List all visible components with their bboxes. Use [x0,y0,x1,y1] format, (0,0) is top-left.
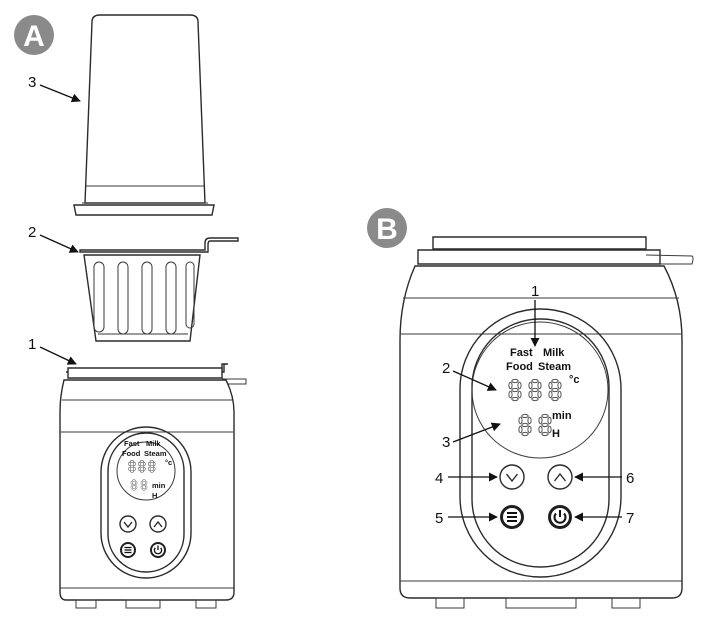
power-button-a[interactable] [150,542,166,558]
hour-unit-b: H [552,428,560,440]
control-panel-a [100,426,192,579]
celsius-unit-b: °c [569,374,580,386]
milk-label-b: Milk [543,347,565,359]
chevron-down-icon [123,521,133,529]
down-button-a[interactable] [119,515,137,533]
callouts-a: 3 2 1 [28,74,81,365]
chevron-up-icon [153,520,163,528]
chevron-down-icon [505,473,519,483]
base-unit-b: Fast Food Milk Steam °c min H [399,236,694,609]
up-button-a[interactable] [149,515,167,533]
svg-text:A: A [23,20,45,53]
down-button-b[interactable] [499,464,525,490]
menu-icon [124,546,132,554]
callout-b-7: 7 [626,510,634,527]
badge-b: B [367,208,407,248]
power-icon [153,545,163,555]
figure-a: A [14,14,247,609]
display-a [116,441,176,501]
callout-3: 3 [28,74,36,91]
basket-part [79,237,239,342]
fast-label-a: Fast [124,439,140,448]
celsius-unit-a: °c [165,458,172,467]
min-unit-a: min [152,481,166,490]
callout-b-6: 6 [626,470,634,487]
display-b [471,321,609,459]
milk-label-a: Milk [146,439,161,448]
steam-label-a: Steam [144,449,167,458]
food-label-b: Food [506,361,533,373]
steam-label-b: Steam [538,361,571,373]
menu-button-b[interactable] [500,505,524,529]
menu-button-a[interactable] [120,542,136,558]
callout-b-5: 5 [435,510,443,527]
callout-b-4: 4 [435,470,443,487]
hour-unit-a: H [152,491,157,500]
callout-b-1: 1 [531,283,539,300]
figure-b: B Fast Food Milk Steam °c min H [367,208,694,609]
fast-label-b: Fast [510,347,533,359]
power-button-b[interactable] [548,505,572,529]
callout-2: 2 [28,224,36,241]
food-label-a: Food [122,449,141,458]
callout-b-2: 2 [442,360,450,377]
power-icon [553,510,567,524]
svg-text:B: B [376,213,398,246]
chevron-up-icon [553,472,567,482]
callouts-b: 1 2 3 4 5 6 7 [435,283,634,527]
badge-a: A [14,15,54,55]
callout-b-3: 3 [442,434,450,451]
control-panel-b [459,308,622,578]
callout-1: 1 [28,336,36,353]
cup-part [73,14,215,216]
min-unit-b: min [552,410,572,422]
up-button-b[interactable] [547,464,573,490]
base-unit-a: Fast Food Milk Steam °c min H [59,363,247,609]
menu-icon [507,512,517,522]
